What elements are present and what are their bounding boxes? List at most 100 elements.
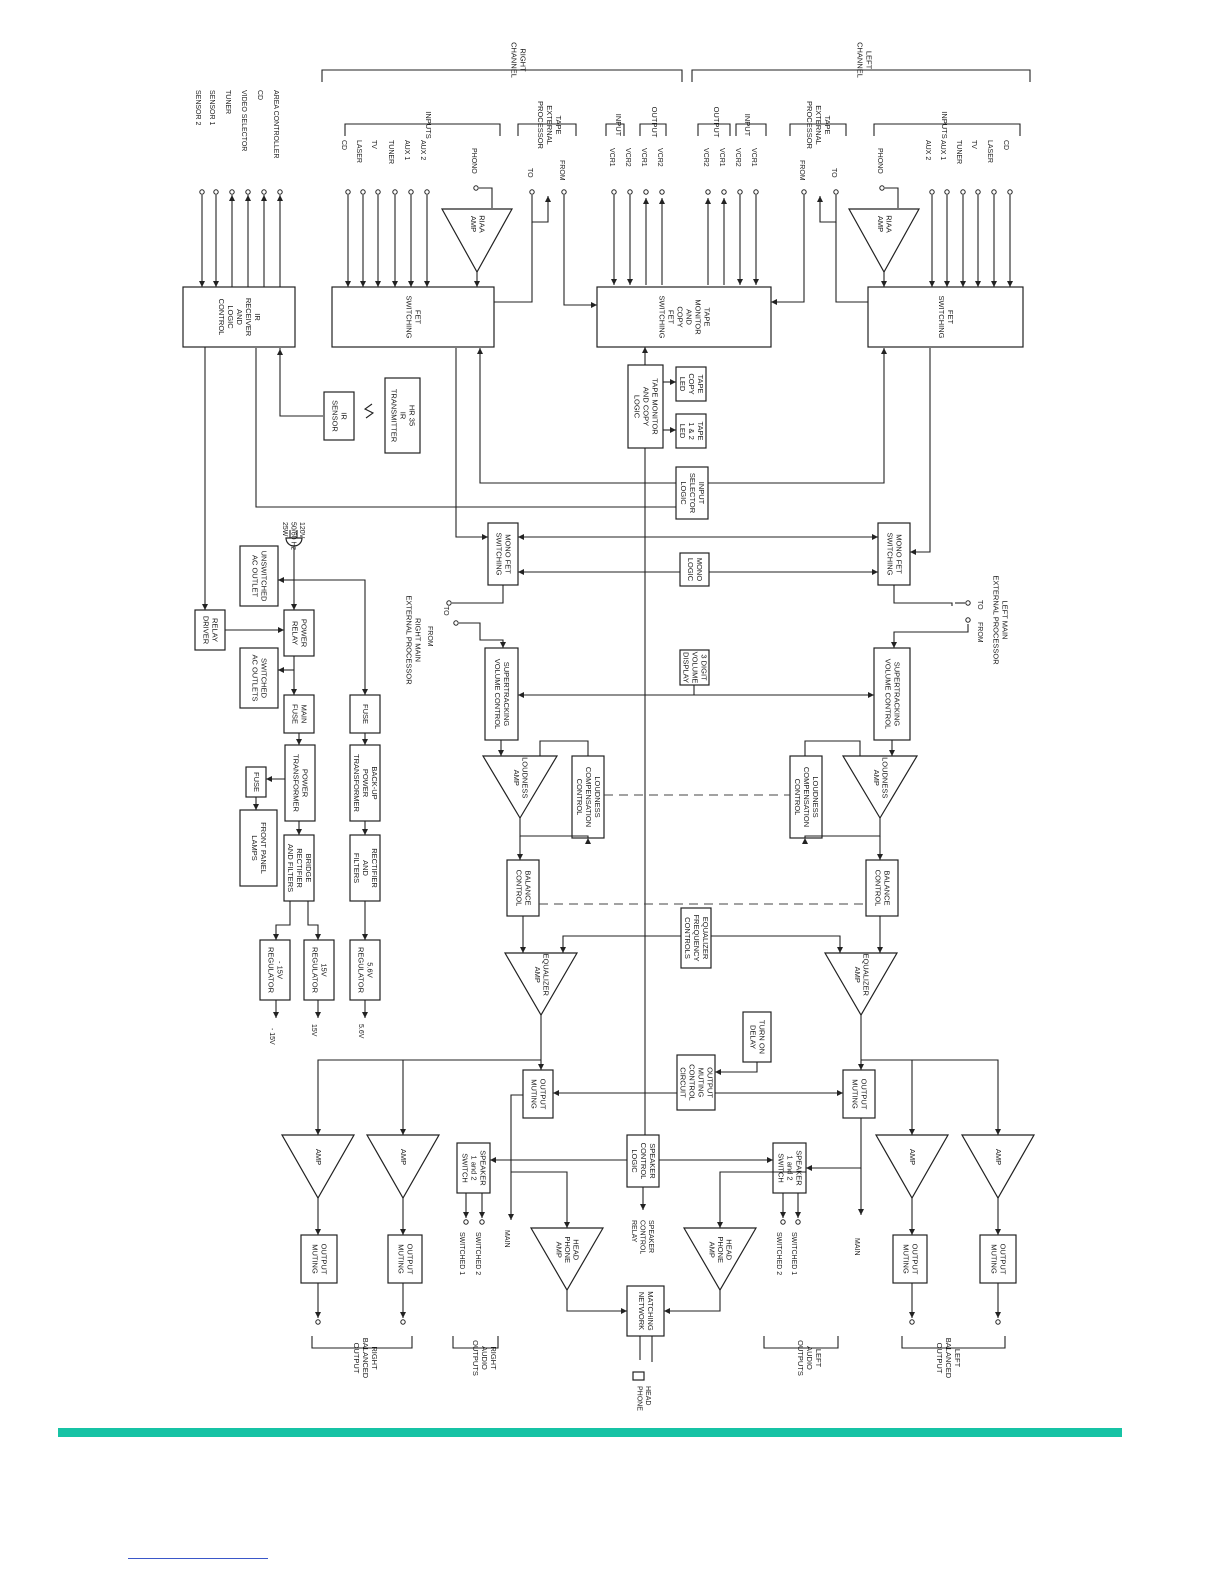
svg-text:FET: FET: [946, 310, 955, 325]
signal-vcr2out-l: VCR2: [702, 148, 709, 167]
block-fet-r: [331, 286, 495, 348]
svg-text:SWITCHED: SWITCHED: [260, 658, 269, 699]
signal-aux2-l: AUX 2: [924, 140, 931, 160]
amp-hp-amp-l: [682, 1227, 758, 1292]
svg-text:LED: LED: [678, 377, 687, 392]
svg-text:OUTPUTS: OUTPUTS: [471, 1340, 480, 1376]
svg-text:AND: AND: [361, 860, 370, 876]
svg-text:OUTPUT: OUTPUT: [539, 1079, 548, 1110]
signal-vcr1out-r: VCR1: [640, 148, 647, 167]
svg-text:AUX 2: AUX 2: [924, 140, 931, 160]
amp-amp-r1: [280, 1134, 356, 1200]
svg-text:MUTING: MUTING: [530, 1079, 539, 1109]
svg-text:PHONO: PHONO: [470, 148, 477, 174]
signal-cd-ir: CD: [256, 90, 263, 100]
block-tape-copy: [675, 366, 707, 402]
svg-text:AUX 2: AUX 2: [419, 140, 426, 160]
svg-text:TRANSFORMER: TRANSFORMER: [292, 754, 301, 813]
svg-text:LOGIC: LOGIC: [679, 481, 688, 505]
svg-text:AND: AND: [235, 309, 244, 325]
svg-text:LEFT: LEFT: [814, 1349, 823, 1368]
svg-text:LOGIC: LOGIC: [686, 558, 695, 582]
svg-text:SENSOR 2: SENSOR 2: [194, 90, 201, 126]
signal-cd-r: CD: [340, 140, 347, 150]
svg-text:SELECTOR: SELECTOR: [688, 473, 697, 514]
block-tape-mon: [596, 286, 772, 348]
svg-text:BALANCE: BALANCE: [524, 870, 533, 905]
svg-text:LED: LED: [678, 424, 687, 439]
svg-text:SWITCHED 2: SWITCHED 2: [474, 1232, 481, 1275]
block-loud-ctl-l: [789, 755, 823, 839]
svg-text:FUSE: FUSE: [252, 772, 261, 792]
svg-text:LOUDNESS: LOUDNESS: [811, 776, 820, 817]
signal-tuner-ir: TUNER: [224, 90, 231, 114]
svg-text:SWITCHED 2: SWITCHED 2: [775, 1232, 782, 1275]
svg-text:DELAY: DELAY: [749, 1025, 758, 1049]
svg-text:AMP: AMP: [853, 967, 862, 983]
svg-text:SPEAKER: SPEAKER: [795, 1150, 804, 1186]
amp-amp-r2: [365, 1134, 441, 1200]
svg-text:AMP: AMP: [876, 216, 885, 232]
svg-text:SWITCHING: SWITCHING: [495, 533, 504, 576]
svg-text:INPUT: INPUT: [614, 114, 623, 137]
svg-text:VOLUME CONTROL: VOLUME CONTROL: [884, 659, 893, 729]
svg-text:AND FILTERS: AND FILTERS: [286, 844, 295, 892]
svg-text:MUTING: MUTING: [311, 1244, 320, 1274]
amp-eq-r: [503, 952, 579, 1017]
svg-text:BALANCED: BALANCED: [944, 1338, 953, 1379]
block-unsw: [239, 545, 279, 607]
block-sw-ac: [239, 647, 279, 709]
svg-text:CD: CD: [256, 90, 263, 100]
signal-main-r: MAIN: [503, 1230, 510, 1248]
svg-text:POWER: POWER: [301, 769, 310, 798]
signal-vcr1out-l: VCR1: [718, 148, 725, 167]
svg-text:MAIN: MAIN: [853, 1238, 860, 1256]
block-bal-r: [506, 859, 540, 917]
svg-text:EQUALIZER: EQUALIZER: [861, 953, 870, 996]
signal-v-15: 15V: [310, 1024, 317, 1037]
svg-text:VIDEO SELECTOR: VIDEO SELECTOR: [240, 90, 247, 151]
svg-text:TAPE: TAPE: [703, 307, 712, 326]
svg-text:EQUALIZER: EQUALIZER: [701, 917, 710, 960]
svg-text:CONTROL: CONTROL: [793, 779, 802, 816]
svg-text:CD: CD: [340, 140, 347, 150]
footer-accent-bar: [58, 1428, 1122, 1437]
group-inputs-r: INPUTS: [424, 111, 433, 139]
svg-text:AC OUTLET: AC OUTLET: [251, 555, 260, 598]
svg-text:AMP: AMP: [533, 967, 542, 983]
svg-text:VCR2: VCR2: [624, 148, 631, 167]
svg-text:LOUDNESS: LOUDNESS: [520, 757, 529, 798]
block-mono-l: [877, 522, 911, 586]
svg-text:CHANNEL: CHANNEL: [856, 42, 865, 78]
svg-text:RIGHT: RIGHT: [370, 1346, 379, 1370]
svg-text:VCR1: VCR1: [608, 148, 615, 167]
svg-text:REGULATOR: REGULATOR: [311, 947, 320, 994]
svg-text:OUTPUT: OUTPUT: [935, 1343, 944, 1374]
svg-text:TURN ON: TURN ON: [758, 1020, 767, 1054]
signal-sw1-l: SWITCHED 1: [790, 1232, 797, 1275]
svg-text:1 & 2: 1 & 2: [687, 422, 696, 440]
signal-video-sel: VIDEO SELECTOR: [240, 90, 247, 151]
group-output-l: OUTPUT: [712, 107, 721, 138]
svg-text:LOUDNESS: LOUDNESS: [593, 776, 602, 817]
svg-text:- 15V: - 15V: [276, 961, 285, 979]
